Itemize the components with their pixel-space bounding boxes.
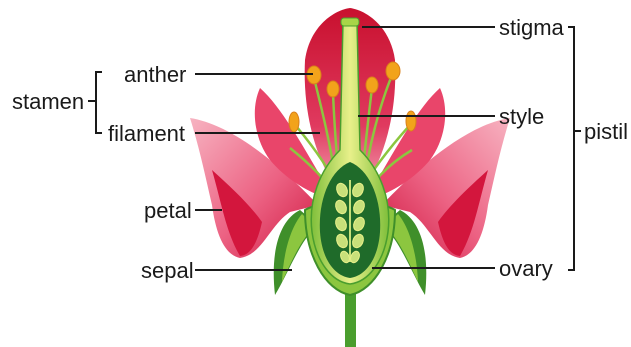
anther [386, 62, 400, 80]
stigma-shape [341, 18, 359, 26]
anther [366, 77, 378, 93]
stem [345, 290, 356, 347]
stamen-label: stamen [12, 89, 84, 114]
stamen-bracket [96, 72, 102, 133]
pistil-bracket [568, 27, 574, 270]
stigma-label: stigma [499, 15, 565, 40]
style-label: style [499, 104, 544, 129]
sepal-label: sepal [141, 258, 194, 283]
anther-label: anther [124, 62, 186, 87]
ovary-label: ovary [499, 256, 553, 281]
filament-label: filament [108, 121, 185, 146]
anther [327, 81, 339, 97]
petal-label: petal [144, 198, 192, 223]
pistil-label: pistil [584, 119, 628, 144]
anther [289, 112, 299, 132]
anther [406, 111, 416, 131]
